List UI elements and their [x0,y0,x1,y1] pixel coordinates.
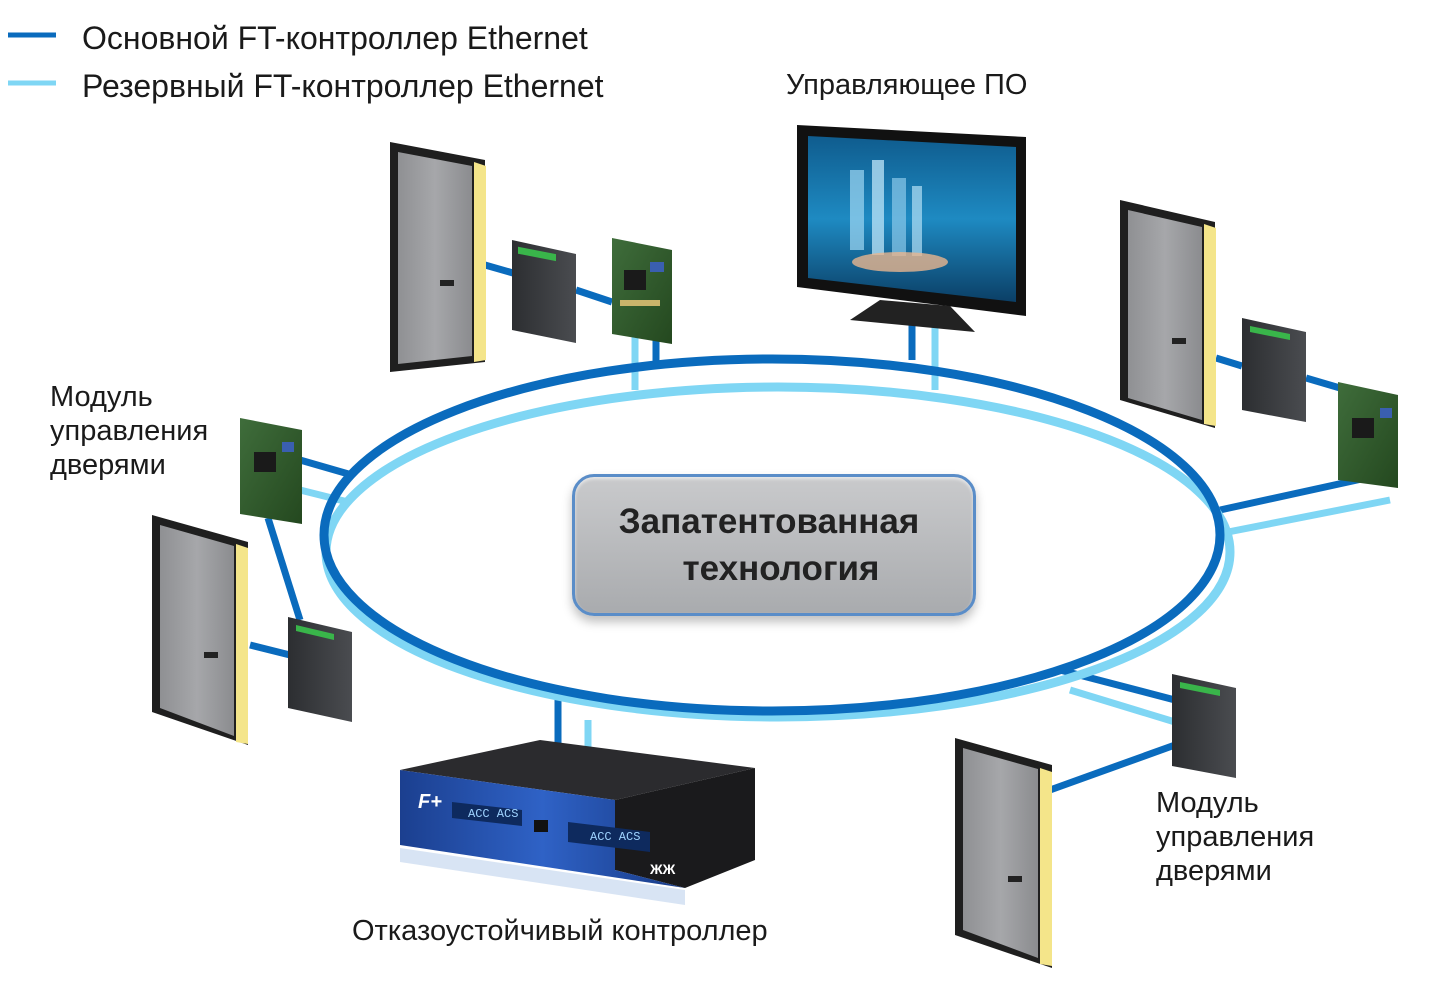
card-reader-icon [288,617,352,722]
door-module-board-icon [240,418,302,524]
door-icon [1120,200,1216,428]
patented-technology-box: Запатентованная технология [572,474,976,616]
door-module-right-line-1: Модуль [1156,787,1259,819]
card-reader-icon [512,240,576,343]
center-line-2: технология [682,549,880,588]
rack-display-2: ACC ACS [590,830,640,844]
door-module-board-icon [612,238,672,344]
door-module-left-line-3: дверями [50,449,166,482]
door-icon [152,515,248,745]
rack-display-1: ACC ACS [468,807,518,821]
door-module-label-right: Модуль управления дверями [1156,786,1314,889]
center-line-1: Запатентованная [618,501,920,541]
software-label: Управляющее ПО [786,69,1028,101]
door-module-label-left: Модуль управления дверями [50,380,208,483]
card-reader-icon [1172,674,1236,778]
backup-links [299,318,1391,780]
door-icon [390,142,486,372]
monitor-icon [797,125,1026,332]
legend-primary-label: Основной FT-контроллер Ethernet [82,20,588,56]
door-module-left-line-1: Модуль [50,381,153,413]
controller-label: Отказоустойчивый контроллер [352,915,768,947]
fault-tolerant-controller-icon: F+ ACC ACS ACC ACS ЖЖ [400,740,755,905]
door-module-left-line-2: управления [50,415,209,448]
door-module-right-line-3: дверями [1156,855,1272,888]
door-module-right-line-2: управления [1156,821,1315,854]
card-reader-icon [1242,318,1306,422]
primary-ring [319,354,1225,716]
door-module-board-icon [1338,382,1398,488]
rack-brand: ЖЖ [649,861,676,877]
rack-logo: F+ [418,791,442,813]
legend-backup-label: Резервный FT-контроллер Ethernet [82,68,604,104]
door-icon [955,738,1052,968]
